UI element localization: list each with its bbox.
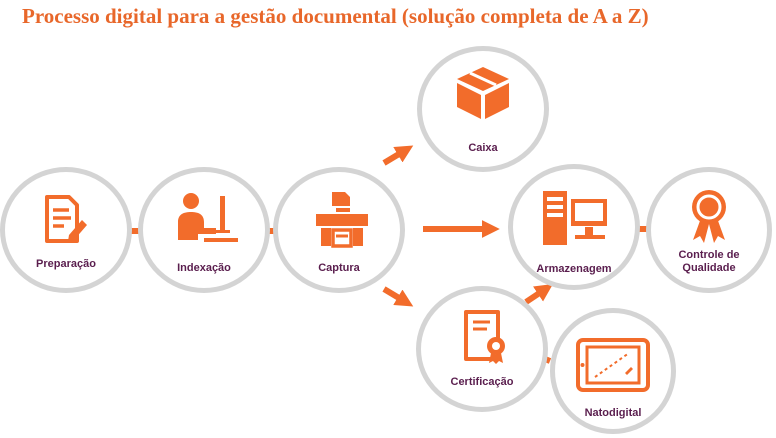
step-label-natodigital: Natodigital — [584, 407, 642, 419]
step-label-caixa: Caixa — [468, 142, 498, 154]
step-armazenagem: Armazenagem — [508, 164, 640, 290]
step-label-controle-line2: Qualidade — [682, 262, 736, 274]
step-label-indexacao: Indexação — [177, 262, 231, 274]
certificate-icon — [464, 310, 505, 364]
page-title: Processo digital para a gestão documenta… — [22, 4, 649, 28]
step-captura: Captura — [273, 167, 405, 293]
step-controle: Controle de Qualidade — [646, 167, 772, 293]
arrow-certificacao-armazenagem — [524, 284, 553, 305]
server-computer-icon — [543, 191, 607, 245]
step-label-preparacao: Preparação — [36, 258, 96, 270]
step-certificacao: Certificação — [416, 286, 548, 412]
step-caixa: Caixa — [417, 46, 549, 172]
step-label-controle-line1: Controle de — [678, 249, 740, 261]
step-label-armazenagem: Armazenagem — [536, 263, 612, 275]
arrow-captura-certificacao — [382, 286, 414, 307]
box-icon — [457, 67, 509, 119]
document-pen-icon — [45, 195, 87, 243]
step-natodigital: Natodigital — [550, 308, 676, 434]
step-preparacao: Preparação — [0, 167, 132, 293]
person-at-computer-icon — [178, 193, 238, 242]
step-label-controle: Controle de Qualidade — [651, 249, 767, 275]
step-indexacao: Indexação — [138, 167, 270, 293]
step-label-captura: Captura — [318, 262, 360, 274]
arrow-captura-caixa — [382, 145, 414, 166]
scanner-icon — [316, 192, 368, 248]
step-label-certificacao: Certificação — [450, 376, 514, 388]
award-ribbon-icon — [692, 190, 726, 243]
tablet-icon — [576, 338, 650, 392]
